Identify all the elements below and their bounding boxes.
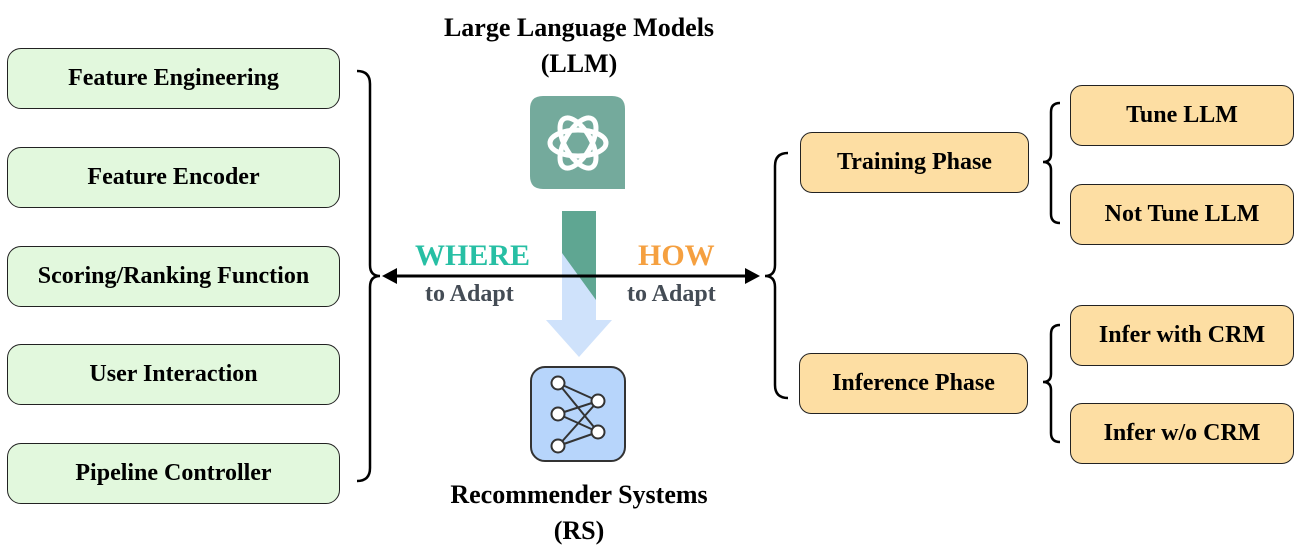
infer-with-crm-box: Infer with CRM xyxy=(1070,305,1294,366)
how-keyword: HOW xyxy=(638,239,715,272)
llm-title-line2: (LLM) xyxy=(540,49,618,78)
where-brace xyxy=(356,69,381,483)
where-arrowhead xyxy=(382,268,397,284)
rs-title-line1: Recommender Systems xyxy=(450,480,708,509)
llm-title: Large Language Models (LLM) xyxy=(379,10,779,82)
rs-title: Recommender Systems (RS) xyxy=(379,477,779,549)
openai-knot-icon xyxy=(530,96,625,189)
not-tune-llm-box: Not Tune LLM xyxy=(1070,184,1294,245)
where-item-user-interaction: User Interaction xyxy=(7,344,340,405)
how-suffix: to Adapt xyxy=(627,281,716,307)
tune-llm-box: Tune LLM xyxy=(1070,85,1294,146)
how-brace xyxy=(764,151,789,400)
how-arrowhead xyxy=(745,268,760,284)
training-brace xyxy=(1042,101,1061,225)
where-keyword: WHERE xyxy=(415,239,531,272)
llm-title-line1: Large Language Models xyxy=(443,13,715,42)
where-suffix: to Adapt xyxy=(425,281,514,307)
inference-brace xyxy=(1042,323,1061,444)
infer-without-crm-box: Infer w/o CRM xyxy=(1070,403,1294,464)
where-item-pipeline-controller: Pipeline Controller xyxy=(7,443,340,504)
inference-phase-box: Inference Phase xyxy=(799,353,1028,414)
training-phase-box: Training Phase xyxy=(800,132,1029,193)
where-item-feature-encoder: Feature Encoder xyxy=(7,147,340,208)
where-item-scoring-ranking-function: Scoring/Ranking Function xyxy=(7,246,340,307)
neural-network-icon xyxy=(530,366,626,462)
rs-title-line2: (RS) xyxy=(553,516,605,545)
where-item-feature-engineering: Feature Engineering xyxy=(7,48,340,109)
llm-arrow-stem xyxy=(562,211,596,253)
